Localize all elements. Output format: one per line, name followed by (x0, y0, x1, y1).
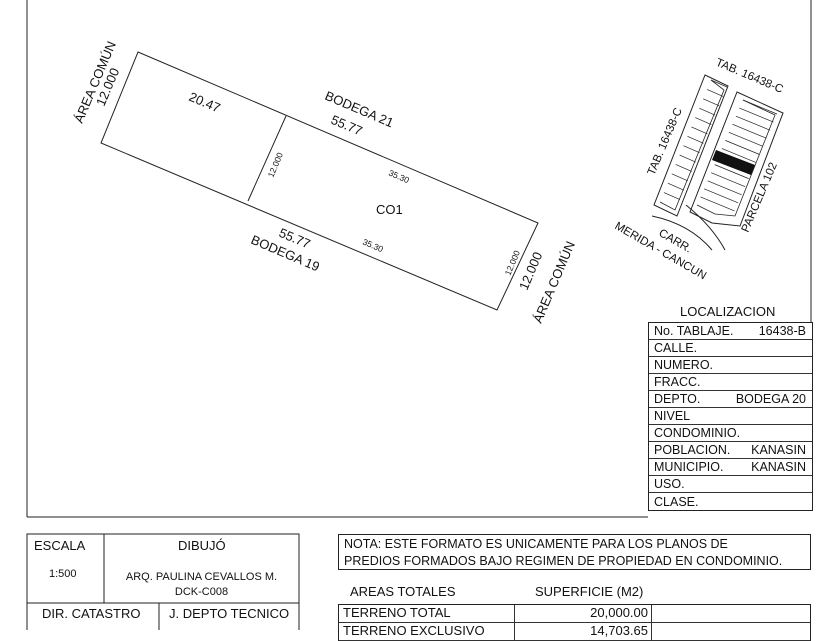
localizacion-row-label: DEPTO. (654, 392, 701, 406)
localizacion-row-label: MUNICIPIO. (654, 460, 724, 474)
localizacion-row: CLASE. (649, 493, 812, 510)
sketch-division-line (732, 123, 767, 139)
sketch-division-line (683, 145, 700, 154)
localizacion-row-value: KANASIN (751, 460, 806, 474)
localizacion-row-label: CALLE. (654, 341, 698, 355)
localizacion-row-value: 16438-B (758, 324, 806, 338)
unit-label: CO1 (376, 202, 403, 217)
localizacion-row: CALLE. (649, 340, 812, 357)
localizacion-row: MUNICIPIO. KANASIN (649, 459, 812, 476)
sketch-division-line (667, 182, 684, 191)
sketch-division-line (700, 196, 735, 212)
sketch-division-line (710, 79, 728, 88)
sketch-division-line (703, 188, 739, 204)
localizacion-row: No. TABLAJE. 16438-B (649, 323, 812, 340)
localizacion-row: DEPTO. BODEGA 20 (649, 391, 812, 408)
areas-row-extra (651, 623, 810, 640)
areas-row-value: 20,000.00 (514, 605, 651, 622)
areas-row: TERRENO TOTAL 20,000.00 (339, 605, 810, 623)
dim-top-left: 20.47 (187, 89, 223, 116)
sketch-division-line (735, 115, 771, 131)
road-curve-left (651, 215, 713, 251)
sketch-lot-divisions (663, 79, 778, 212)
sketch-division-line (721, 148, 756, 163)
sketch-division-line (714, 164, 749, 179)
localizacion-row-label: FRACC. (654, 375, 701, 389)
sketch-division-line (699, 107, 716, 116)
sketch-division-line (706, 89, 724, 97)
nota-line-1: NOTA: ESTE FORMATO ES UNICAMENTE PARA LO… (344, 537, 728, 551)
left-strip-outline (653, 74, 729, 217)
localizacion-row-label: CONDOMINIO. (654, 426, 741, 440)
localizacion-row-label: NUMERO. (654, 358, 714, 372)
dibujo-name: ARQ. PAULINA CEVALLOS M. (125, 571, 278, 583)
sketch-division-line (703, 98, 720, 107)
nota-line-2: PREDIOS FORMADOS BAJO REGIMEN DE PROPIED… (344, 554, 783, 568)
areas-col-label: AREAS TOTALES (350, 584, 456, 599)
sketch-division-line (742, 99, 778, 115)
localizacion-row: USO. (649, 476, 812, 493)
sketch-division-line (728, 131, 763, 147)
areas-row-extra (651, 605, 810, 622)
sketch-division-line (687, 135, 704, 144)
road-curve-right (685, 204, 726, 251)
highlighted-parcel (712, 150, 755, 175)
localizacion-row-label: POBLACION. (654, 443, 731, 457)
escala-label: ESCALA (34, 538, 86, 553)
localizacion-row: NUMERO. (649, 357, 812, 374)
localizacion-row-label: CLASE. (654, 494, 699, 509)
areas-row-value: 14,703.65 (514, 623, 651, 640)
localizacion-row-label: NIVEL (654, 409, 691, 423)
area-comun-right: ÁREA COMÚN (530, 239, 578, 325)
localizacion-title: LOCALIZACION (680, 304, 776, 319)
areas-row-label: TERRENO TOTAL (343, 605, 451, 620)
dir-catastro-label: DIR. CATASTRO (42, 606, 141, 621)
sketch-division-line (739, 107, 774, 123)
dim-inner-top: 35.30 (387, 168, 411, 186)
right-strip-inner (696, 99, 776, 217)
dibujo-label: DIBUJÓ (178, 538, 226, 553)
lot-outline (100, 51, 539, 311)
escala-value: 1:500 (49, 568, 77, 580)
sketch-division-line (725, 140, 760, 155)
location-sketch: TAB. 16438-C TAB. 16438-C PARCELA 102 CA… (613, 57, 785, 283)
areas-col-value: SUPERFICIE (M2) (535, 584, 644, 599)
localizacion-row-label: No. TABLAJE. (654, 324, 734, 338)
sketch-division-line (675, 164, 692, 172)
tab-top-label: TAB. 16438-C (714, 57, 785, 96)
lot-divider-line (247, 115, 287, 202)
sketch-division-line (711, 172, 746, 188)
sketch-division-line (707, 180, 742, 196)
title-block-frame (26, 533, 300, 630)
nota-box: NOTA: ESTE FORMATO ES UNICAMENTE PARA LO… (338, 534, 811, 570)
right-strip-outline (689, 91, 784, 227)
localizacion-row: NIVEL (649, 408, 812, 425)
localizacion-table: No. TABLAJE. 16438-B CALLE. NUMERO. FRACC. DE… (648, 322, 813, 511)
dibujo-code: DCK-C008 (174, 586, 229, 598)
localizacion-row-value: KANASIN (751, 443, 806, 457)
localizacion-row: POBLACION. KANASIN (649, 442, 812, 459)
sketch-division-line (671, 173, 688, 182)
depto-tecnico-label: J. DEPTO TECNICO (169, 606, 290, 621)
localizacion-row: FRACC. (649, 374, 812, 391)
areas-row-label: TERRENO EXCLUSIVO (343, 623, 485, 638)
dim-inner-bottom: 35.30 (361, 237, 385, 255)
sketch-division-line (691, 126, 708, 135)
areas-row: TERRENO EXCLUSIVO 14,703.65 (339, 623, 810, 641)
left-strip-inner (659, 79, 725, 211)
sketch-division-line (695, 117, 712, 125)
sketch-division-line (679, 154, 696, 163)
localizacion-row-value: BODEGA 20 (735, 392, 806, 406)
localizacion-row-label: USO. (654, 477, 685, 491)
sketch-division-line (663, 192, 681, 200)
localizacion-row: CONDOMINIO. (649, 425, 812, 442)
